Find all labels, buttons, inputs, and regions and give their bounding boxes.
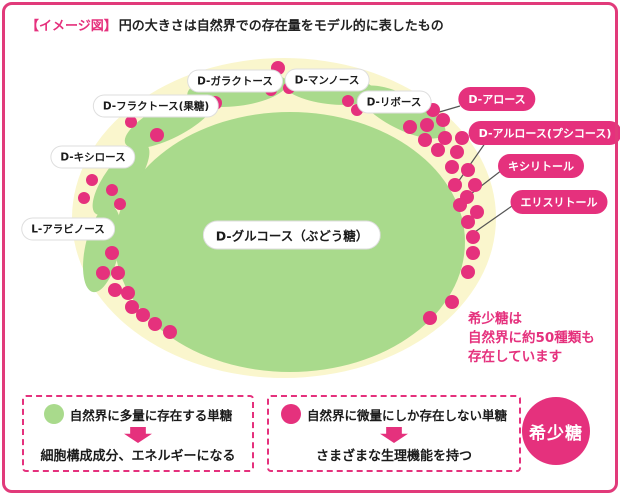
badge-allose: D-アロース [458, 87, 536, 111]
note-line-2: 自然界に約50種類も [468, 330, 595, 346]
rare-sugar-dot [114, 198, 126, 210]
label-fructose: D-フラクトース(果糖) [92, 94, 220, 118]
rare-sugar-dot [96, 266, 110, 280]
rare-sugar-dot [342, 95, 354, 107]
rare-sugar-dot [470, 205, 484, 219]
rare-sugar-note: 希少糖は 自然界に約50種類も 存在しています [468, 310, 595, 367]
rare-sugar-dot [431, 143, 445, 157]
rare-sugar-dot [125, 300, 139, 314]
rare-sugar-dot [121, 286, 135, 300]
leader-line [471, 205, 513, 235]
badge-xylitol: キシリトール [498, 154, 584, 178]
badge-erythritol: エリスリトール [510, 190, 608, 214]
legend-rare-result: さまざまな生理機能を持つ [315, 449, 472, 464]
rare-sugar-dot [420, 118, 434, 132]
legend-rare-box: 自然界に微量にしか存在しない単糖 さまざまな生理機能を持つ [267, 395, 521, 472]
title-tag: 【イメージ図】 [26, 19, 117, 34]
rare-sugar-dot [466, 230, 480, 244]
rare-sugar-dot [86, 174, 98, 186]
legend-abundant-text: 自然界に多量に存在する単糖 [69, 407, 233, 423]
rare-sugar-dot [106, 184, 118, 196]
down-arrow-icon [124, 427, 152, 443]
rare-sugar-dot [418, 133, 432, 147]
label-mannose: D-マンノース [284, 68, 370, 92]
label-glucose: D-グルコース（ぶどう糖） [202, 220, 382, 250]
rare-sugar-dot [108, 283, 122, 297]
rare-sugar-dot [461, 265, 475, 279]
rare-sugar-dot [448, 178, 462, 192]
rare-sugar-dot [423, 311, 437, 325]
label-galactose: D-ガラクトース [187, 69, 283, 93]
rare-sugar-dot [445, 295, 459, 309]
green-circle-icon [43, 404, 64, 424]
pink-circle-icon [280, 404, 301, 424]
note-line-1: 希少糖は [468, 311, 522, 327]
rare-sugar-dot [453, 198, 467, 212]
legend-rare-row1: 自然界に微量にしか存在しない単糖 [280, 404, 507, 424]
label-arabinose: L-アラビノース [21, 217, 115, 241]
legend-abundant-result: 細胞構成成分、エネルギーになる [40, 449, 236, 464]
rare-sugar-dot [466, 246, 480, 260]
rare-sugar-dot [136, 308, 150, 322]
down-arrow-icon [380, 427, 408, 443]
label-xylose: D-キシロース [50, 145, 136, 169]
rare-sugar-dot [163, 325, 177, 339]
rare-sugar-dot [438, 131, 452, 145]
legend-rare-text: 自然界に微量にしか存在しない単糖 [306, 407, 507, 423]
legend-abundant-box: 自然界に多量に存在する単糖 細胞構成成分、エネルギーになる [22, 395, 254, 472]
abundant-sugar-blob [92, 142, 150, 216]
leader-line [435, 105, 461, 114]
page-title: 【イメージ図】円の大きさは自然界での存在量をモデル的に表したもの [26, 15, 444, 34]
rare-sugar-dot [436, 113, 450, 127]
rare-sugar-dot [78, 192, 90, 204]
note-line-3: 存在しています [468, 349, 563, 365]
rare-sugar-dot [105, 246, 119, 260]
badge-allulose: D-アルロース(プシコース) [468, 121, 620, 145]
rare-sugar-dot [111, 266, 125, 280]
rare-sugar-dot [125, 116, 137, 128]
rare-sugar-dot [461, 215, 475, 229]
rare-sugar-dot [403, 120, 417, 134]
rare-sugar-dot [148, 317, 162, 331]
rare-sugar-dot [468, 178, 482, 192]
legend-abundant-row1: 自然界に多量に存在する単糖 [43, 404, 233, 424]
rare-sugar-dot [150, 128, 164, 142]
rare-sugar-dot [445, 160, 459, 174]
rare-sugar-dot [450, 145, 464, 159]
title-text: 円の大きさは自然界での存在量をモデル的に表したもの [118, 19, 444, 34]
rare-sugar-dot [461, 163, 475, 177]
rare-sugar-dot [455, 131, 469, 145]
rare-sugar-badge: 希少糖 [522, 397, 590, 465]
label-ribose: D-リボース [356, 90, 432, 114]
